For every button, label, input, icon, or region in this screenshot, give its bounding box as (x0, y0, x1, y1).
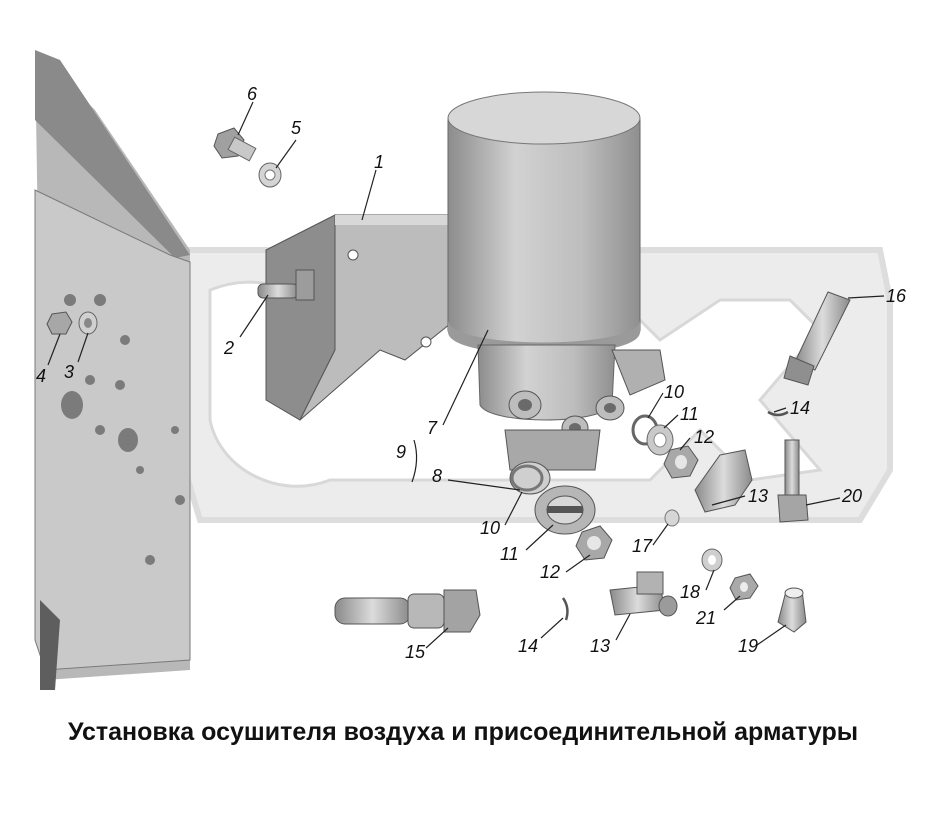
label-7: 7 (427, 418, 438, 438)
label-10-lower: 10 (480, 518, 500, 538)
label-8: 8 (432, 466, 442, 486)
label-11-lower: 11 (500, 544, 519, 564)
part-21-nut (729, 573, 759, 601)
part-17-ring (664, 509, 680, 527)
part-12-nut (575, 445, 699, 561)
part-4-nut (46, 311, 73, 335)
part-13-elbow (609, 449, 753, 617)
part-16-tube (783, 291, 851, 386)
label-6: 6 (247, 84, 258, 104)
label-13-upper: 13 (748, 486, 768, 506)
label-19: 19 (738, 636, 758, 656)
part-5-washer (258, 162, 282, 188)
part-1-bracket (257, 214, 456, 421)
label-12-lower: 12 (540, 562, 560, 582)
part-18-washer (701, 548, 723, 572)
label-1: 1 (374, 152, 384, 172)
label-3: 3 (64, 362, 74, 382)
label-12-upper: 12 (694, 427, 714, 447)
label-10-upper: 10 (664, 382, 684, 402)
part-7-air-dryer (447, 91, 666, 535)
label-18: 18 (680, 582, 700, 602)
label-5: 5 (291, 118, 302, 138)
part-20-tube-fitting (777, 439, 809, 523)
part-6-bolt (213, 127, 257, 162)
frame-rail (34, 50, 191, 690)
leader-lines (47, 101, 885, 649)
exploded-assembly-drawing: 1 2 3 4 5 6 7 8 9 10 10 11 11 12 12 13 1… (34, 50, 907, 690)
part-19-elbow (777, 587, 807, 633)
label-9: 9 (396, 442, 406, 462)
callout-labels: 1 2 3 4 5 6 7 8 9 10 10 11 11 12 12 13 1… (36, 84, 907, 662)
part-3-washer (78, 311, 98, 335)
label-14-upper: 14 (790, 398, 810, 418)
label-16: 16 (886, 286, 907, 306)
label-11-upper: 11 (680, 404, 699, 424)
label-15: 15 (405, 642, 426, 662)
label-21: 21 (695, 608, 716, 628)
label-20: 20 (841, 486, 862, 506)
label-2: 2 (223, 338, 234, 358)
label-4: 4 (36, 366, 46, 386)
label-14-lower: 14 (518, 636, 538, 656)
part-15-hose-fitting (334, 589, 481, 633)
label-17: 17 (632, 536, 653, 556)
part-11-washer (646, 424, 674, 456)
figure-caption: Установка осушителя воздуха и присоедини… (68, 718, 859, 746)
part-14-clip (561, 410, 789, 621)
label-13-lower: 13 (590, 636, 610, 656)
